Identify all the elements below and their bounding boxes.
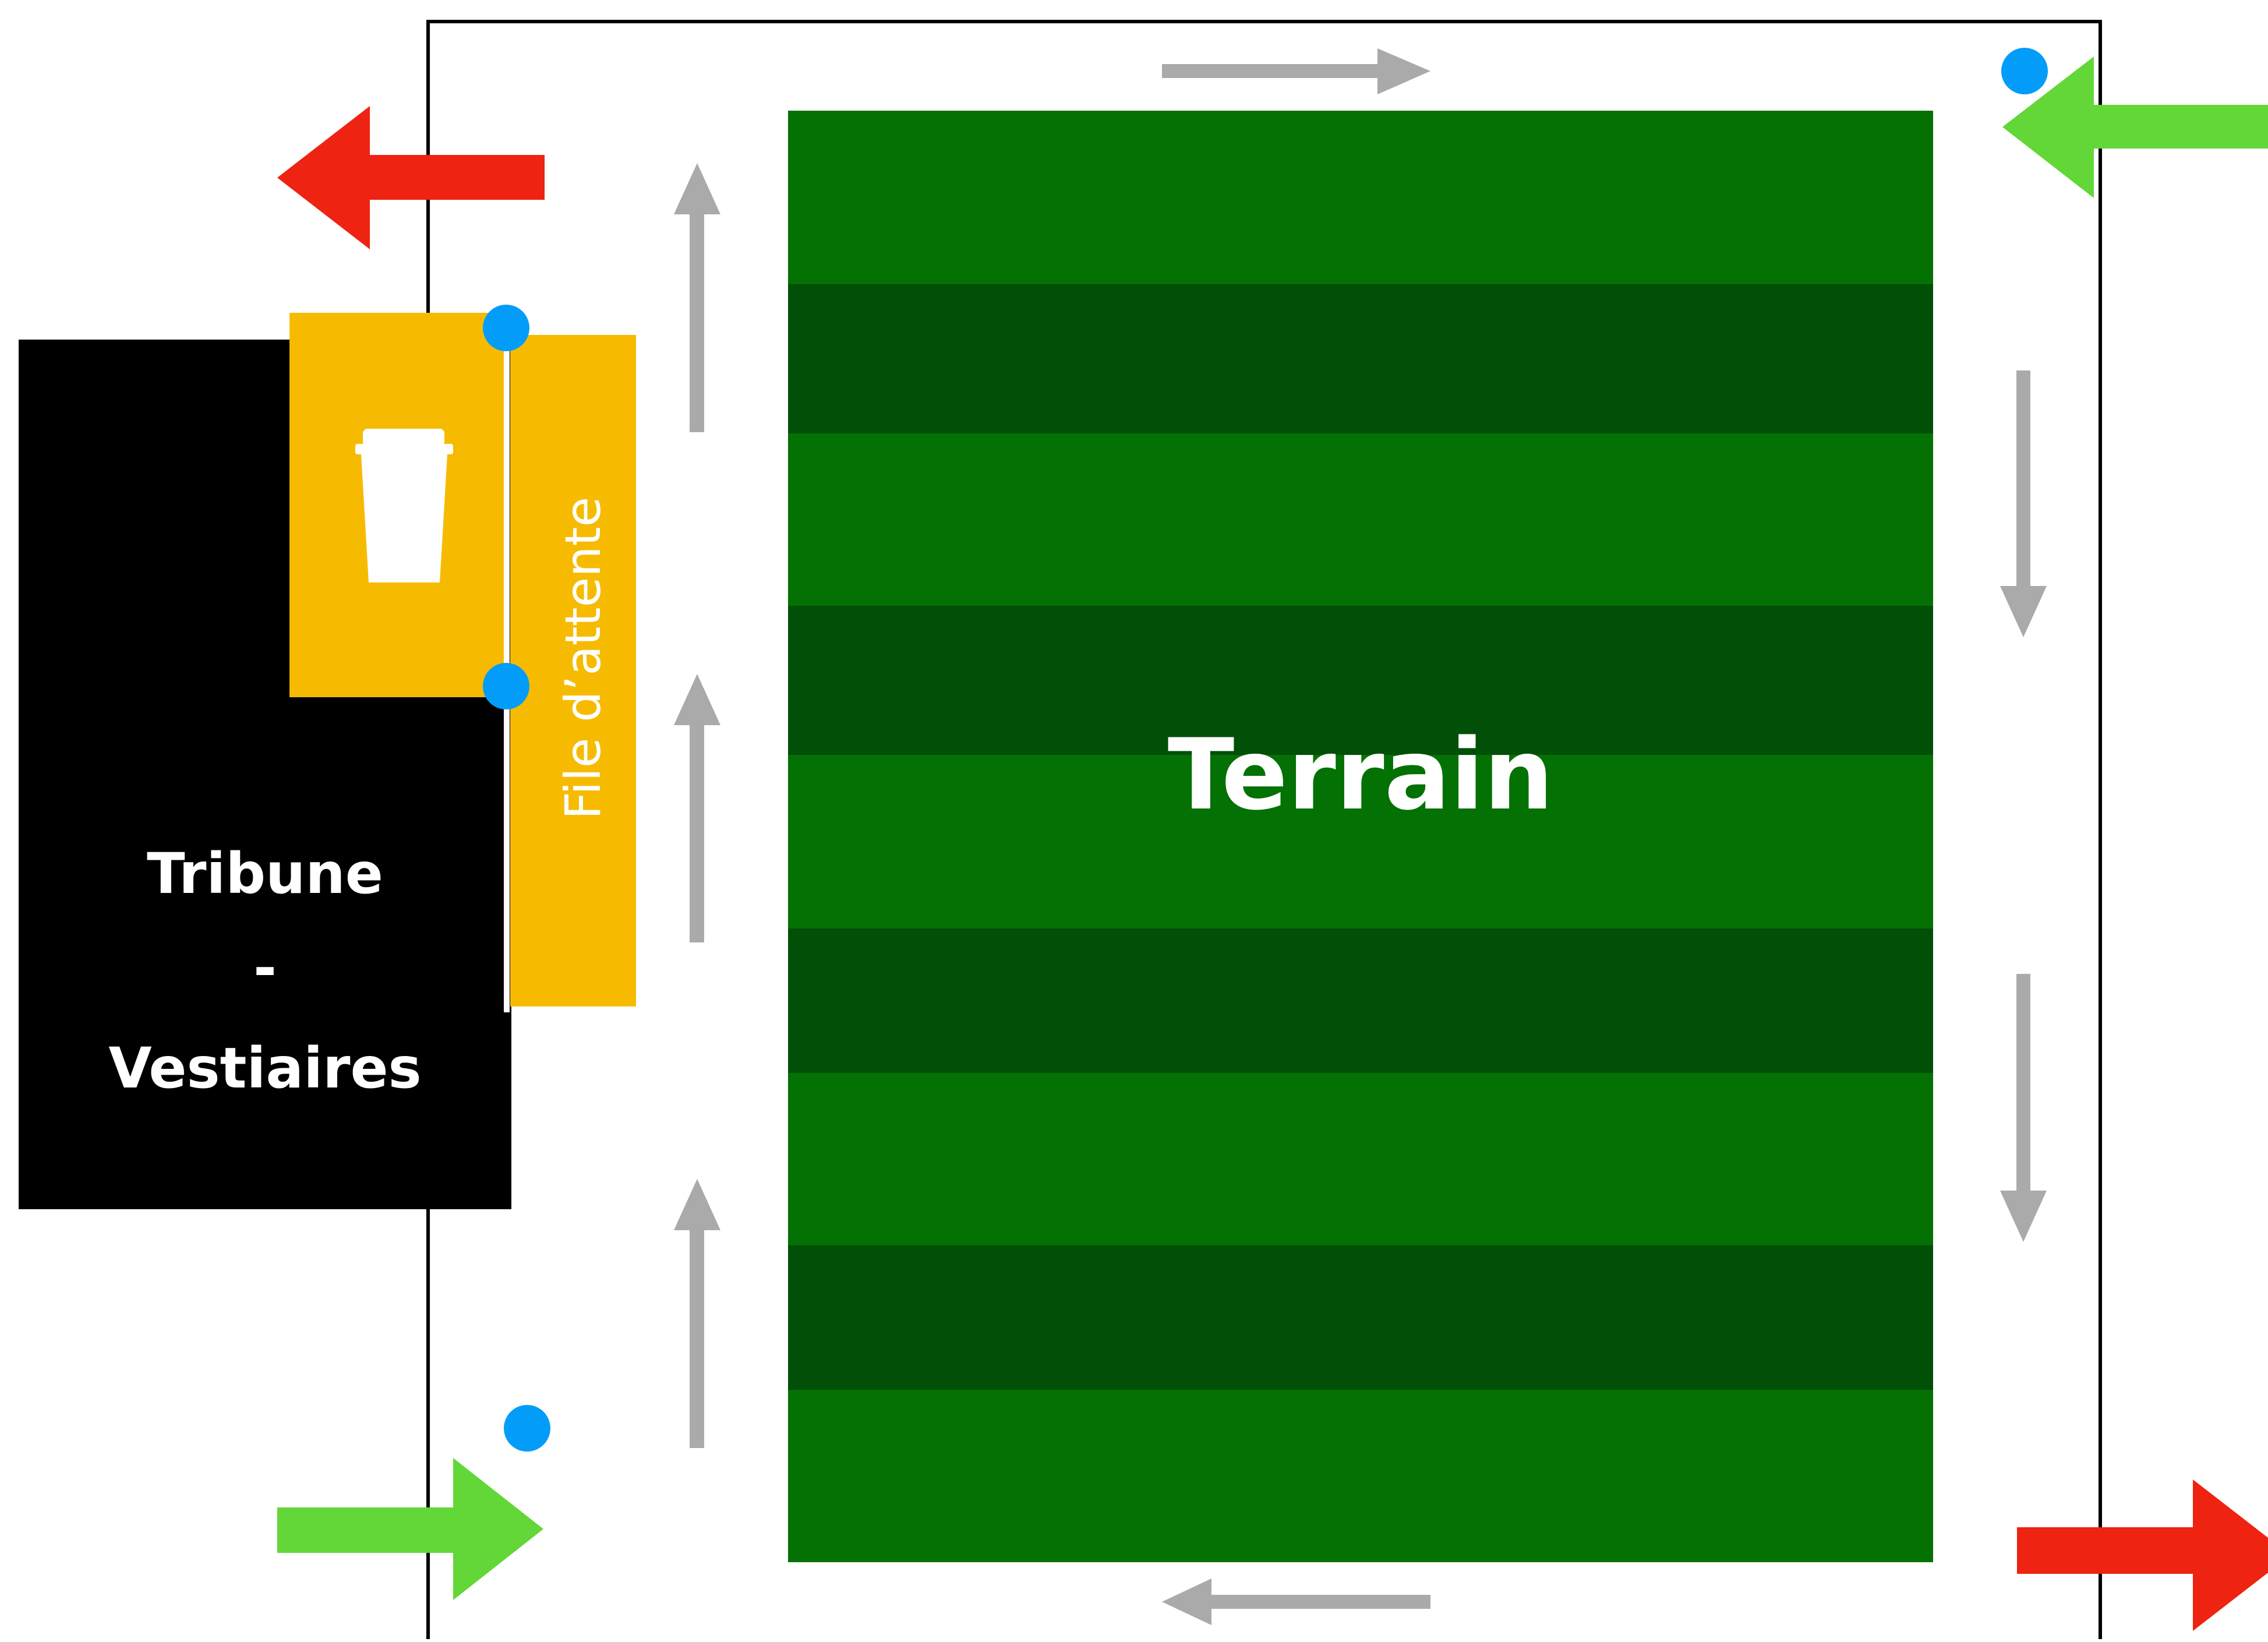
field-stripe bbox=[788, 1073, 1933, 1245]
flow-arrow-right bbox=[1162, 48, 1430, 94]
coffee-cup-icon bbox=[355, 429, 453, 582]
exit-arrow bbox=[277, 106, 545, 249]
flow-arrow-up bbox=[674, 674, 720, 942]
checkpoint-dot bbox=[2001, 48, 2048, 94]
flow-arrow-down bbox=[2000, 974, 2047, 1242]
checkpoint-dot bbox=[483, 663, 529, 709]
field-stripe bbox=[788, 284, 1933, 433]
flow-arrow-up bbox=[674, 163, 720, 432]
stand-label: Tribune - Vestiaires bbox=[108, 841, 421, 1101]
exit-arrow bbox=[2017, 1479, 2268, 1631]
flow-arrow-left bbox=[1162, 1579, 1430, 1625]
field-stripe bbox=[788, 1390, 1933, 1562]
field-stripe bbox=[788, 1245, 1933, 1390]
entry-arrow bbox=[277, 1458, 543, 1600]
stand-label-line2: - bbox=[253, 935, 277, 1001]
field-label: Terrain bbox=[1168, 718, 1553, 832]
field-stripe bbox=[788, 755, 1933, 928]
stand-label-line1: Tribune bbox=[147, 841, 383, 906]
checkpoint-dot bbox=[504, 1405, 550, 1452]
stand-label-line3: Vestiaires bbox=[108, 1036, 421, 1101]
queue-label: File d’attente bbox=[554, 497, 612, 820]
field-stripe bbox=[788, 111, 1933, 284]
field-stripe bbox=[788, 433, 1933, 606]
entry-arrow bbox=[2002, 57, 2268, 198]
field-stripe bbox=[788, 606, 1933, 755]
field-stripe bbox=[788, 928, 1933, 1073]
field: Terrain bbox=[788, 111, 1933, 1562]
flow-arrow-up bbox=[674, 1179, 720, 1448]
queue-area bbox=[510, 335, 636, 1007]
checkpoint-dot bbox=[483, 305, 529, 351]
flow-arrow-down bbox=[2000, 370, 2047, 637]
circulation-arrows bbox=[674, 48, 2047, 1625]
